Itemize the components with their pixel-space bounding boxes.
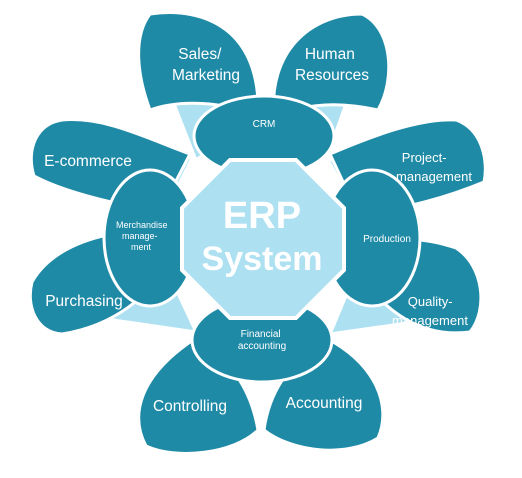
label-crm: CRM: [253, 119, 276, 130]
label-controlling: Controlling: [153, 398, 227, 415]
label-merch-line3: ment: [131, 242, 152, 252]
label-sales-line2: Marketing: [172, 67, 240, 84]
label-purchasing: Purchasing: [45, 293, 123, 310]
label-sales-line1: Sales/: [178, 46, 222, 63]
center-octagon: [180, 158, 346, 320]
label-project-line2: management: [396, 169, 472, 184]
title-system: System: [202, 240, 323, 278]
label-accounting: Accounting: [286, 395, 363, 412]
label-production: Production: [363, 234, 411, 245]
title-erp: ERP: [223, 195, 301, 237]
label-hr-line2: Resources: [295, 67, 369, 84]
label-fin-line1: Financial: [241, 329, 281, 340]
label-merch-line2: manage-: [122, 231, 158, 241]
label-merchandise: Merchandise manage- ment: [116, 220, 170, 252]
label-project: Project- management: [396, 150, 472, 184]
label-merch-line1: Merchandise: [116, 220, 168, 230]
label-hr-line1: Human: [305, 46, 355, 63]
label-fin-line2: accounting: [238, 341, 286, 352]
label-financial: Financial accounting: [238, 329, 286, 352]
label-human-resources: Human Resources: [295, 46, 369, 84]
label-project-line1: Project-: [402, 150, 447, 165]
label-quality: Quality- management: [392, 294, 468, 328]
petal-human-resources: [271, 12, 391, 121]
label-quality-line1: Quality-: [408, 294, 453, 309]
label-quality-line2: management: [392, 313, 468, 328]
label-sales: Sales/ Marketing: [172, 46, 240, 84]
label-e-commerce: E-commerce: [44, 153, 132, 170]
